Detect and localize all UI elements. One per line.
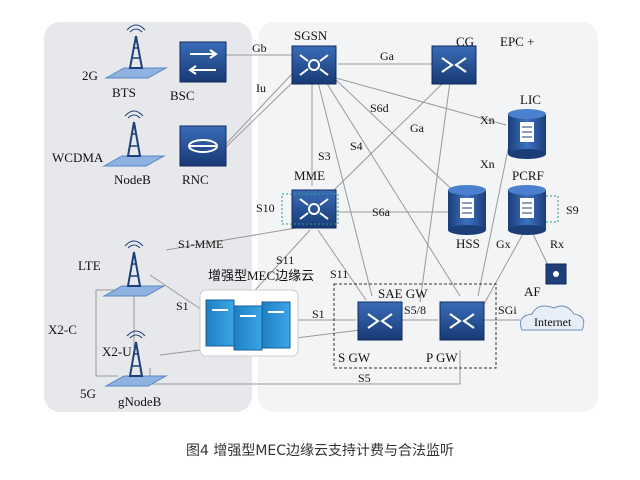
iface-s9: S9	[566, 203, 579, 217]
iface-s11-a: S11	[276, 253, 294, 267]
label-bts: BTS	[112, 85, 136, 100]
sgw-device-icon	[357, 301, 403, 341]
iface-s11-b: S11	[330, 267, 348, 281]
label-x2c: X2-C	[48, 322, 77, 337]
label-pgw: P GW	[426, 350, 458, 365]
sgsn-device-icon	[291, 45, 337, 85]
bsc-device-icon	[179, 41, 227, 83]
iface-ga-2: Ga	[410, 121, 425, 135]
tower-icon	[102, 110, 166, 167]
iface-s6a: S6a	[372, 205, 391, 219]
label-pcrf: PCRF	[512, 168, 544, 183]
hss-database-icon	[448, 185, 486, 235]
label-2g: 2G	[82, 68, 98, 83]
tower-icon	[102, 240, 166, 297]
iface-s4: S4	[350, 139, 363, 153]
iface-xn-1: Xn	[480, 113, 495, 127]
label-mme: MME	[294, 168, 325, 183]
label-sgw: S GW	[338, 350, 371, 365]
label-cg: CG	[456, 34, 474, 49]
iface-s1-mme: S1-MME	[178, 237, 223, 251]
af-device-icon	[545, 263, 567, 285]
label-saegw: SAE GW	[378, 286, 428, 301]
label-epc: EPC +	[500, 34, 534, 49]
iface-s6d: S6d	[370, 101, 389, 115]
label-mec: 增强型MEC边缘云	[208, 268, 314, 283]
iface-gb: Gb	[252, 41, 267, 55]
connection-lines	[139, 54, 557, 385]
label-af: AF	[524, 284, 541, 299]
label-internet: Internet	[534, 315, 572, 329]
iface-rx: Rx	[550, 237, 564, 251]
label-x2u: X2-U	[102, 344, 132, 359]
cg-device-icon	[431, 45, 477, 85]
mme-device-icon	[281, 189, 339, 229]
pgw-device-icon	[439, 301, 485, 341]
iface-gx: Gx	[496, 237, 511, 251]
figure-caption: 图4 增强型MEC边缘云支持计费与合法监听	[185, 443, 455, 459]
label-lte: LTE	[78, 258, 101, 273]
iface-xn-2: Xn	[480, 157, 495, 171]
iface-s1-a: S1	[176, 299, 189, 313]
tower-icon	[104, 24, 168, 79]
iface-s5: S5	[358, 371, 371, 385]
label-5g: 5G	[80, 386, 96, 401]
tower-icon	[104, 330, 168, 387]
iface-iu: Iu	[256, 81, 266, 95]
iface-s3: S3	[318, 149, 331, 163]
internet-cloud-icon	[519, 305, 585, 331]
label-sgsn: SGSN	[294, 28, 328, 43]
label-nodeb: NodeB	[114, 172, 151, 187]
x2-links	[95, 289, 135, 377]
iface-s1-b: S1	[312, 307, 325, 321]
iface-ga-1: Ga	[380, 49, 395, 63]
label-lic: LIC	[520, 92, 541, 107]
iface-sgi: SGi	[498, 303, 517, 317]
network-diagram: 2G BTS BSC WCDMA NodeB RNC LTE X2-C X2-U…	[44, 22, 598, 412]
mec-server-icon	[199, 289, 299, 357]
iface-s10: S10	[256, 201, 275, 215]
label-wcdma: WCDMA	[52, 150, 104, 165]
label-gnodeb: gNodeB	[118, 394, 162, 409]
iface-s58: S5/8	[404, 303, 426, 317]
label-hss: HSS	[456, 236, 480, 251]
label-bsc: BSC	[170, 88, 195, 103]
lic-database-icon	[508, 109, 546, 159]
label-rnc: RNC	[182, 172, 209, 187]
sae-gw-group	[333, 283, 497, 369]
pcrf-database-icon	[508, 185, 559, 235]
rnc-device-icon	[179, 125, 227, 167]
